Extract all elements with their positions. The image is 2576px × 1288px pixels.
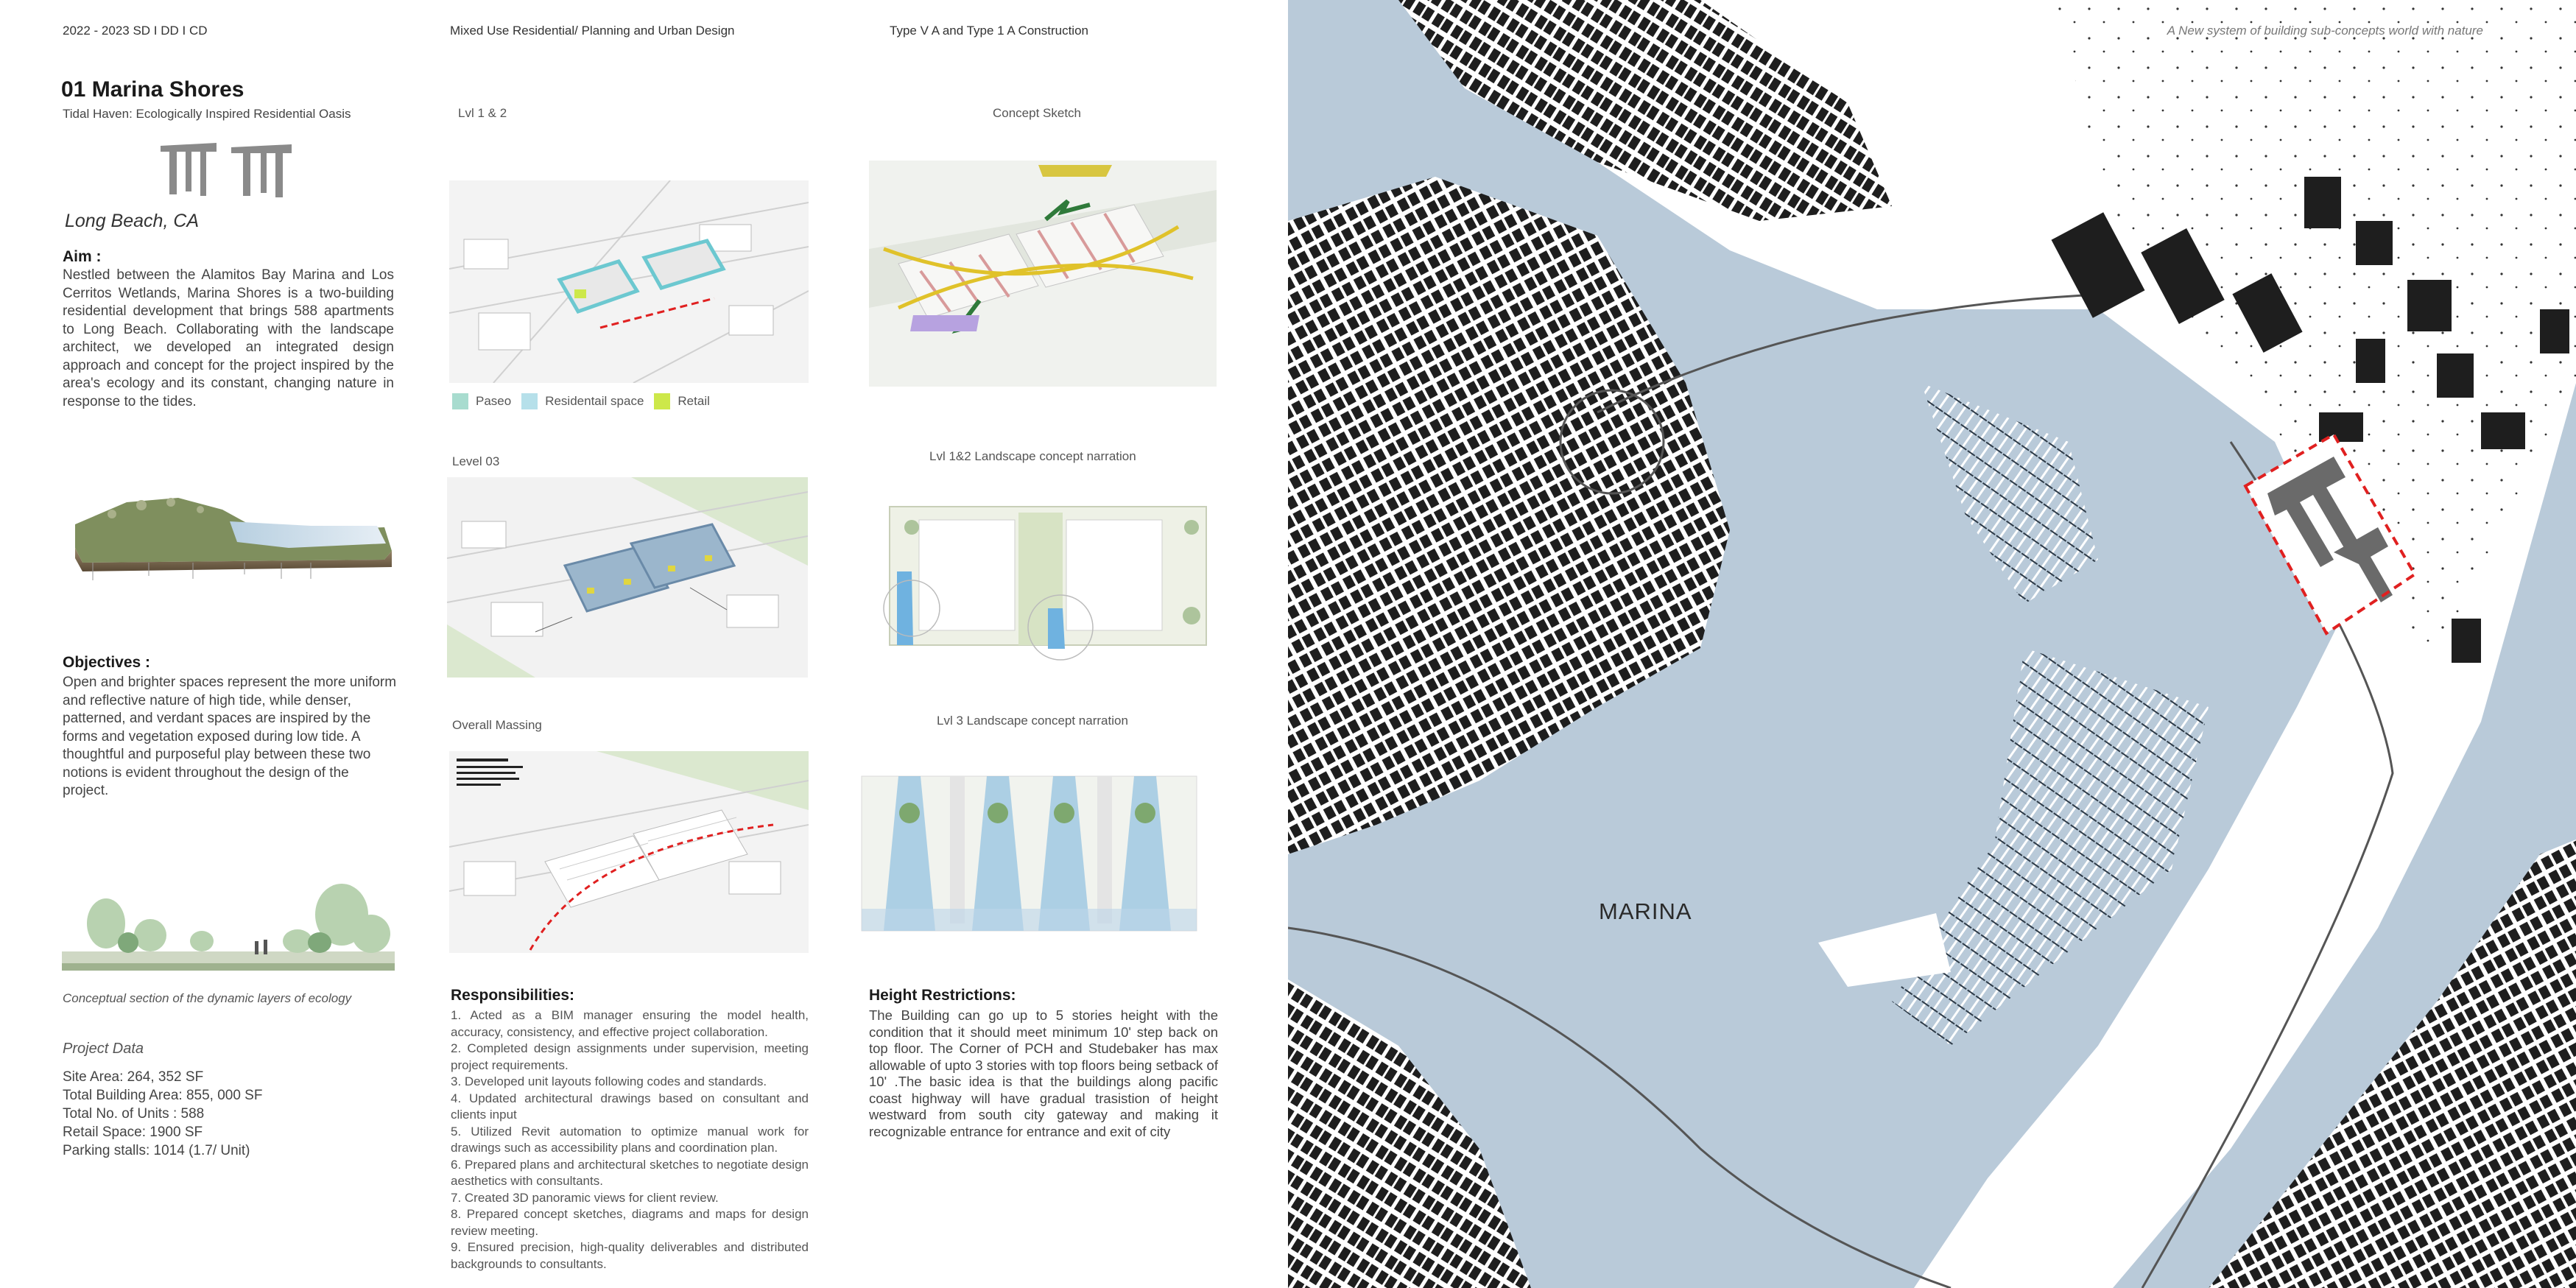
landscape12-image bbox=[868, 498, 1212, 663]
legend-item-retail: Retail bbox=[654, 393, 710, 409]
responsibility-item: 3. Developed unit layouts following code… bbox=[451, 1074, 767, 1088]
diagram-label-lvl12: Lvl 1 & 2 bbox=[458, 106, 507, 120]
legend-item-paseo: Paseo bbox=[452, 393, 511, 409]
project-subtitle: Tidal Haven: Ecologically Inspired Resid… bbox=[63, 107, 351, 121]
objectives-text: Open and brighter spaces represent the m… bbox=[63, 675, 397, 798]
project-data-heading: Project Data bbox=[63, 1041, 144, 1057]
header-construction: Type V A and Type 1 A Construction bbox=[890, 24, 1088, 38]
height-text: The Building can go up to 5 stories heig… bbox=[869, 1007, 1218, 1139]
responsibilities-list: 1. Acted as a BIM manager ensuring the m… bbox=[451, 1007, 809, 1273]
responsibilities-heading: Responsibilities: bbox=[451, 987, 575, 1004]
legend-swatch-retail bbox=[654, 393, 671, 409]
diagram-lvl12-image bbox=[449, 180, 809, 383]
legend-swatch-paseo bbox=[452, 393, 468, 409]
project-data-building-area: Total Building Area: 855, 000 SF bbox=[63, 1088, 263, 1103]
diagram-label-landscape3: Lvl 3 Landscape concept narration bbox=[937, 714, 1128, 728]
responsibility-item: 8. Prepared concept sketches, diagrams a… bbox=[451, 1207, 809, 1238]
project-logo-icon bbox=[158, 140, 295, 200]
diagram-label-landscape12: Lvl 1&2 Landscape concept narration bbox=[929, 449, 1136, 463]
ecology-section-caption: Conceptual section of the dynamic layers… bbox=[63, 991, 352, 1005]
terrain-section-image bbox=[68, 480, 393, 589]
project-title: 01 Marina Shores bbox=[61, 77, 244, 102]
diagram-label-level03: Level 03 bbox=[452, 454, 500, 468]
project-data-units: Total No. of Units : 588 bbox=[63, 1106, 205, 1122]
responsibility-item: 4. Updated architectural drawings based … bbox=[451, 1091, 809, 1122]
height-heading: Height Restrictions: bbox=[869, 987, 1016, 1004]
aim-text: Nestled between the Alamitos Bay Marina … bbox=[63, 267, 394, 409]
project-data-site-area: Site Area: 264, 352 SF bbox=[63, 1069, 204, 1085]
responsibility-item: 1. Acted as a BIM manager ensuring the m… bbox=[451, 1008, 809, 1039]
responsibility-item: 9. Ensured precision, high-quality deliv… bbox=[451, 1240, 809, 1271]
concept-sketch-image bbox=[869, 161, 1217, 387]
responsibility-item: 2. Completed design assignments under su… bbox=[451, 1041, 809, 1072]
legend-swatch-residential bbox=[521, 393, 538, 409]
header-project-type: Mixed Use Residential/ Planning and Urba… bbox=[450, 24, 735, 38]
ecology-section-image bbox=[62, 870, 395, 979]
site-map: A New system of building sub-concepts wo… bbox=[1288, 0, 2576, 1288]
diagram-level03-image bbox=[447, 477, 808, 678]
project-data-retail: Retail Space: 1900 SF bbox=[63, 1125, 203, 1140]
project-data-parking: Parking stalls: 1014 (1.7/ Unit) bbox=[63, 1143, 250, 1158]
map-tagline: A New system of building sub-concepts wo… bbox=[2167, 24, 2483, 38]
project-location: Long Beach, CA bbox=[65, 211, 200, 231]
aim-heading: Aim : bbox=[63, 248, 102, 265]
landscape3-image bbox=[854, 761, 1204, 943]
map-label-marina: MARINA bbox=[1599, 898, 1692, 924]
responsibility-item: 7. Created 3D panoramic views for client… bbox=[451, 1190, 719, 1205]
diagram-label-massing: Overall Massing bbox=[452, 718, 542, 732]
responsibility-item: 5. Utilized Revit automation to optimize… bbox=[451, 1124, 809, 1155]
project-data-list: Site Area: 264, 352 SF Total Building Ar… bbox=[63, 1068, 262, 1160]
responsibility-item: 6. Prepared plans and architectural sket… bbox=[451, 1157, 809, 1189]
legend-item-residential: Residentail space bbox=[521, 393, 644, 409]
objectives-heading: Objectives : bbox=[63, 654, 151, 671]
header-year-phase: 2022 - 2023 SD I DD I CD bbox=[63, 24, 208, 38]
diagram-label-concept-sketch: Concept Sketch bbox=[993, 106, 1082, 120]
diagram-legend: Paseo Residentail space Retail bbox=[452, 393, 710, 409]
diagram-massing-image bbox=[449, 751, 809, 953]
